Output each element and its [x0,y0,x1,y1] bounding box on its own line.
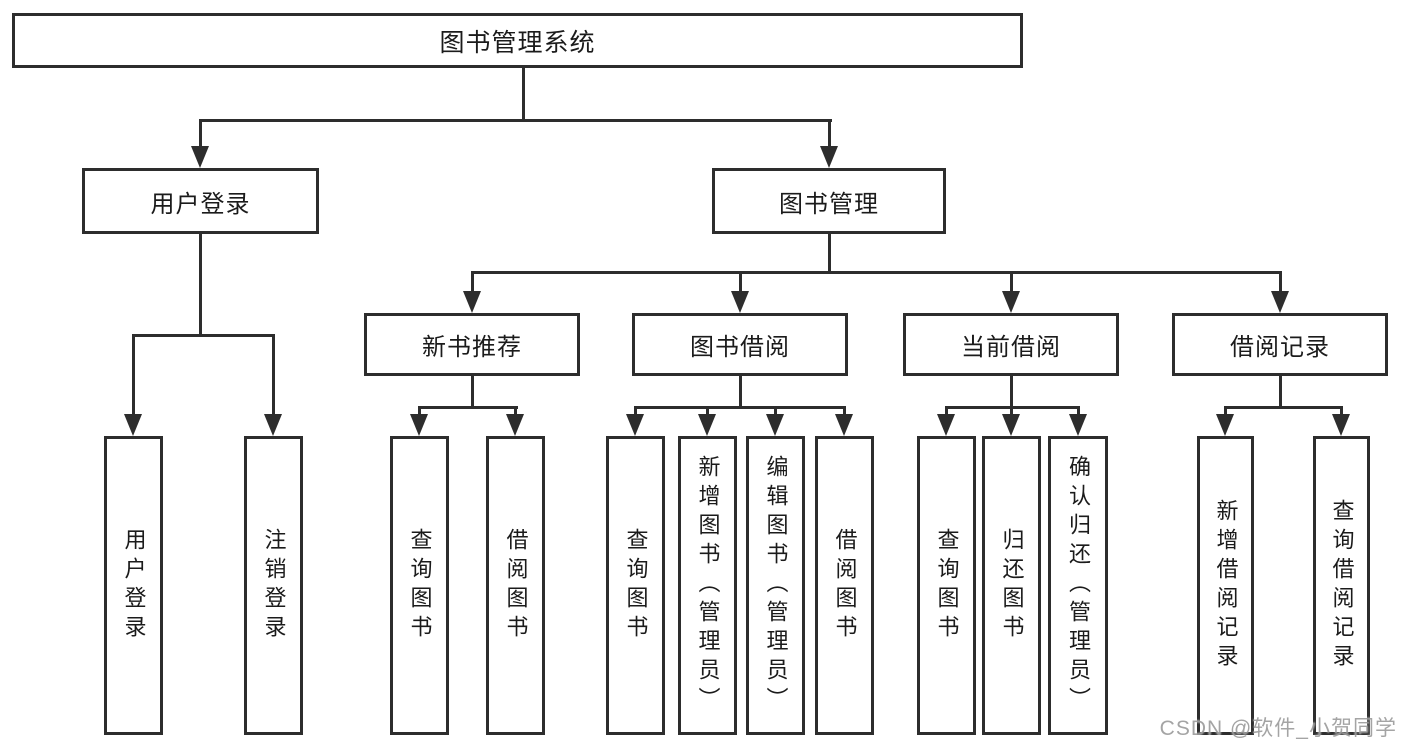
arrow-head-icon [191,146,209,168]
arrow-shaft [705,406,709,420]
arrow-head-icon [264,414,282,436]
connector-line [198,234,202,337]
box-return-books: 归还图书 [982,436,1041,735]
root-box: 图书管理系统 [12,13,1023,68]
box-add-borrow-record-label: 新增借阅记录 [1213,498,1239,673]
box-edit-book-admin-label: 编辑图书（管理员） [763,455,789,716]
watermark: CSDN @软件_小贺同学 [1159,717,1397,740]
box-book-management-label: 图书管理 [779,190,879,218]
box-borrow-records-label: 借阅记录 [1230,334,1330,361]
arrow-shaft [271,334,275,420]
root-label: 图书管理系统 [439,28,596,57]
arrow-shaft [738,271,742,297]
arrow-head-icon [626,414,644,436]
box-query-books-current: 查询图书 [917,436,976,735]
arrow-head-icon [835,414,853,436]
box-user-login-label: 用户登录 [150,190,251,218]
box-leaf-user-login-label: 用户登录 [121,527,147,644]
box-current-borrow: 当前借阅 [903,313,1119,376]
arrow-shaft [513,406,517,420]
arrow-shaft [633,406,637,420]
box-query-books-borrow-label: 查询图书 [623,527,649,644]
box-current-borrow-label: 当前借阅 [961,334,1061,361]
box-book-management: 图书管理 [712,168,946,234]
box-leaf-user-login: 用户登录 [104,436,163,735]
box-borrow-books-borrow: 借阅图书 [815,436,874,735]
arrow-head-icon [463,291,481,313]
connector-line [633,406,846,409]
box-user-login: 用户登录 [82,168,319,234]
box-confirm-return-admin-label: 确认归还（管理员） [1066,455,1091,716]
arrow-head-icon [1002,291,1020,313]
box-book-borrow-label: 图书借阅 [690,334,790,361]
arrow-shaft [944,406,948,420]
box-borrow-records: 借阅记录 [1172,313,1388,376]
arrow-shaft [842,406,846,420]
box-query-books-newbook: 查询图书 [390,436,449,735]
connector-line [738,376,742,409]
connector-line [131,334,275,337]
arrow-shaft [131,334,135,420]
box-add-borrow-record: 新增借阅记录 [1197,436,1254,735]
box-edit-book-admin: 编辑图书（管理员） [746,436,805,735]
arrow-head-icon [698,414,716,436]
arrow-shaft [417,406,421,420]
arrow-shaft [827,119,831,152]
arrow-head-icon [124,414,142,436]
arrow-head-icon [937,414,955,436]
box-leaf-logout: 注销登录 [244,436,303,735]
box-borrow-books-newbook-label: 借阅图书 [503,527,529,644]
arrow-head-icon [731,291,749,313]
connector-line [417,406,518,409]
box-book-borrow: 图书借阅 [632,313,848,376]
box-confirm-return-admin: 确认归还（管理员） [1048,436,1108,735]
connector-line [470,271,1282,274]
arrow-head-icon [410,414,428,436]
arrow-shaft [1339,406,1343,420]
box-query-books-newbook-label: 查询图书 [407,527,433,644]
connector-line [198,119,832,122]
arrow-shaft [773,406,777,420]
arrow-shaft [1009,271,1013,297]
arrow-head-icon [506,414,524,436]
box-add-book-admin-label: 新增图书（管理员） [695,455,721,716]
box-query-books-current-label: 查询图书 [934,527,960,644]
arrow-shaft [1009,406,1013,420]
arrow-head-icon [1332,414,1350,436]
connector-line [1278,376,1282,409]
arrow-shaft [1278,271,1282,297]
box-new-book-recommend-label: 新书推荐 [422,334,522,361]
box-return-books-label: 归还图书 [999,527,1025,644]
box-new-book-recommend: 新书推荐 [364,313,580,376]
connector-line [827,234,831,273]
box-add-book-admin: 新增图书（管理员） [678,436,737,735]
arrow-head-icon [1271,291,1289,313]
box-query-borrow-record: 查询借阅记录 [1313,436,1370,735]
connector-line [470,376,474,409]
arrow-head-icon [766,414,784,436]
box-query-borrow-record-label: 查询借阅记录 [1329,498,1355,673]
arrow-head-icon [820,146,838,168]
arrow-head-icon [1216,414,1234,436]
arrow-shaft [1223,406,1227,420]
box-leaf-logout-label: 注销登录 [261,527,287,644]
connector-line [521,66,525,121]
arrow-head-icon [1069,414,1087,436]
box-borrow-books-borrow-label: 借阅图书 [832,527,858,644]
arrow-shaft [198,119,202,152]
arrow-head-icon [1002,414,1020,436]
connector-line [1223,406,1343,409]
box-borrow-books-newbook: 借阅图书 [486,436,545,735]
arrow-shaft [470,271,474,297]
arrow-shaft [1076,406,1080,420]
box-query-books-borrow: 查询图书 [606,436,665,735]
connector-line [1009,376,1013,409]
